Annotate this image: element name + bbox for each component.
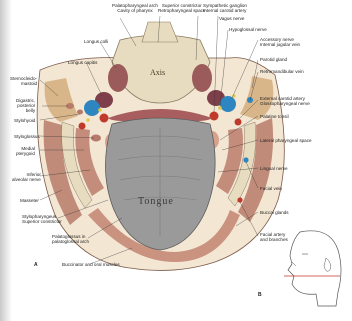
- inset-head-outline: [288, 231, 341, 306]
- inset-ear: [324, 258, 331, 271]
- inset-nose: [292, 262, 296, 266]
